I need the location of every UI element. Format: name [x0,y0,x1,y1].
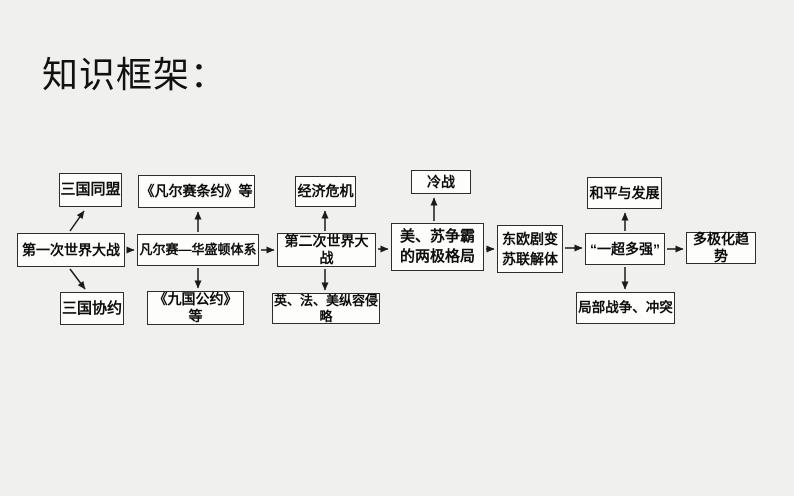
page-title: 知识框架： [42,55,228,95]
node-versailles-washington-system: 凡尔赛—华盛顿体系 [137,234,259,266]
arrow-ww1-to-triple-entente [69,268,86,290]
arrow-ww1-to-triple-alliance [69,210,85,232]
node-peace-and-development: 和平与发展 [587,177,662,209]
node-multipolarization: 多极化趋势 [686,231,756,264]
node-one-super-many-strong: “一超多强” [585,233,665,265]
node-us-soviet-bipolar: 美、苏争霸 的两极格局 [391,223,484,271]
node-local-wars-conflicts: 局部战争、冲突 [576,292,675,324]
node-appeasement: 英、法、美纵容侵略 [272,292,380,324]
node-nine-power-treaty: 《九国公约》等 [147,291,244,325]
node-economic-crisis: 经济危机 [295,176,356,207]
node-ww1: 第一次世界大战 [17,233,125,267]
node-ww2: 第二次世界大战 [277,233,376,267]
node-versailles-treaty: 《凡尔赛条约》等 [138,175,255,208]
node-cold-war: 冷战 [411,170,471,194]
node-triple-entente: 三国协约 [60,292,124,325]
node-triple-alliance: 三国同盟 [59,173,122,207]
node-east-europe-soviet-collapse: 东欧剧变 苏联解体 [497,225,563,273]
